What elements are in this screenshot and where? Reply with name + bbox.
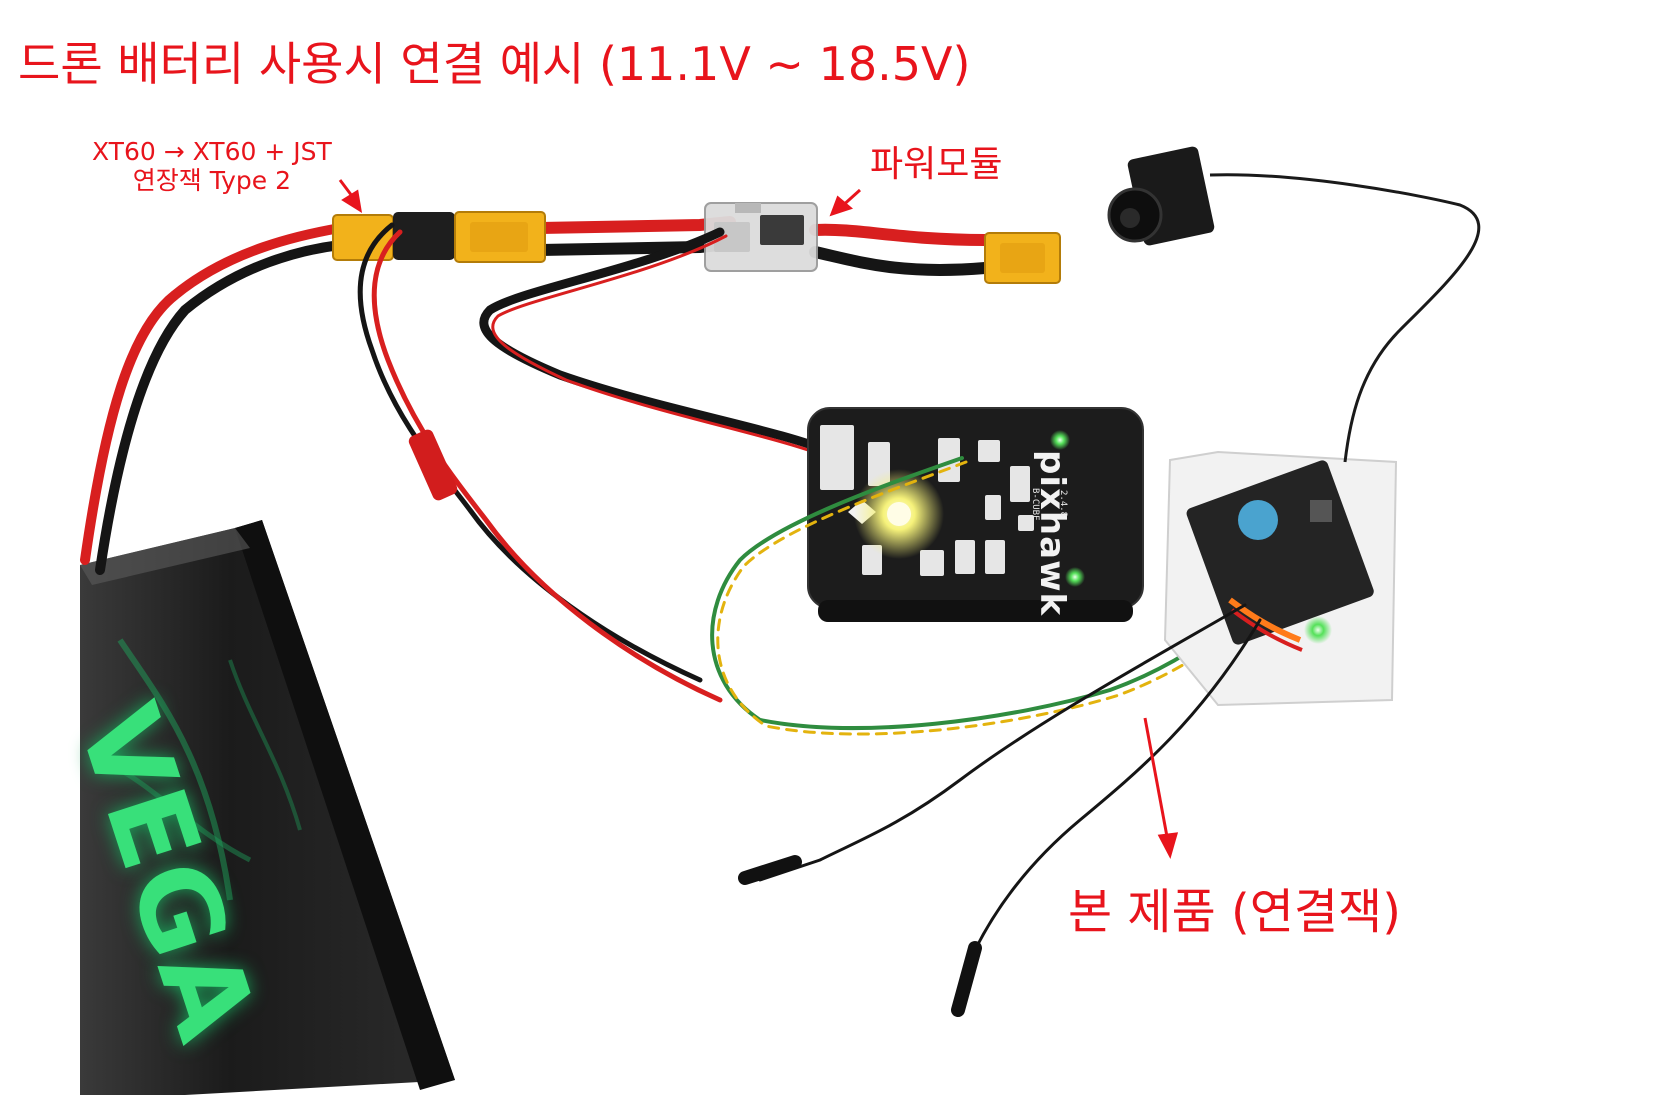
product-pointer-arrow xyxy=(1143,717,1170,843)
board-version: 2.4.8 xyxy=(1058,490,1068,518)
xt60-extension-label: XT60 → XT60 + JST 연장잭 Type 2 xyxy=(92,137,332,196)
xt60-output-connector xyxy=(984,232,1061,284)
page-title: 드론 배터리 사용시 연결 예시 (11.1V ~ 18.5V) xyxy=(18,37,971,91)
xt60-label-line1: XT60 → XT60 + JST xyxy=(92,137,332,166)
pixhawk-logo: pixhawk xyxy=(1032,450,1072,617)
fpv-camera xyxy=(1107,146,1215,246)
board-model: B-CUBE xyxy=(1030,488,1040,521)
power-module-cable xyxy=(479,227,835,461)
product-label: 본 제품 (연결잭) xyxy=(1068,884,1401,940)
annotation-arrows xyxy=(338,179,1179,860)
camera-antenna-lead xyxy=(1209,173,1481,463)
telemetry-cable xyxy=(710,456,1273,736)
xt60-label-line2: 연장잭 Type 2 xyxy=(132,165,291,195)
lipo-battery xyxy=(80,520,455,1095)
jst-lead xyxy=(357,222,723,703)
battery-leads xyxy=(80,223,345,575)
power-module-label: 파워모듈 xyxy=(870,144,1003,185)
xt60-extension-connector xyxy=(332,211,546,263)
product-leads xyxy=(738,603,1262,1017)
flight-controller-board xyxy=(807,407,1144,622)
power-module xyxy=(704,202,818,272)
receiver-module xyxy=(1163,450,1398,707)
